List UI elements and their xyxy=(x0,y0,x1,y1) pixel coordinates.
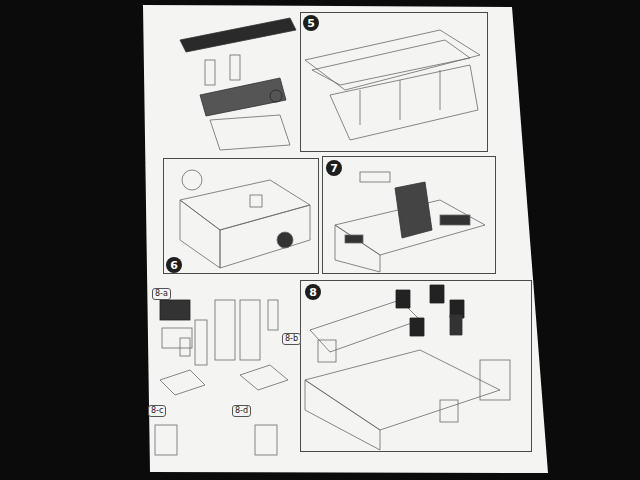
step-number: 5 xyxy=(303,15,319,31)
step-panel: 8 xyxy=(300,280,532,452)
sub-step-tag: 8-b xyxy=(282,333,301,345)
sub-step-tag: 8-a xyxy=(152,288,171,300)
step-number: 8 xyxy=(305,284,321,300)
step-panel: 5 xyxy=(300,12,488,152)
step-number: 6 xyxy=(166,257,182,273)
paper-sheet xyxy=(143,5,548,473)
part-sketches xyxy=(155,18,510,455)
step-panel: 7 xyxy=(322,156,496,274)
step-number: 7 xyxy=(326,160,342,176)
step-panel: 6 xyxy=(163,158,319,274)
sub-step-tag: 8-c xyxy=(148,405,166,417)
sub-step-tag: 8-d xyxy=(232,405,251,417)
